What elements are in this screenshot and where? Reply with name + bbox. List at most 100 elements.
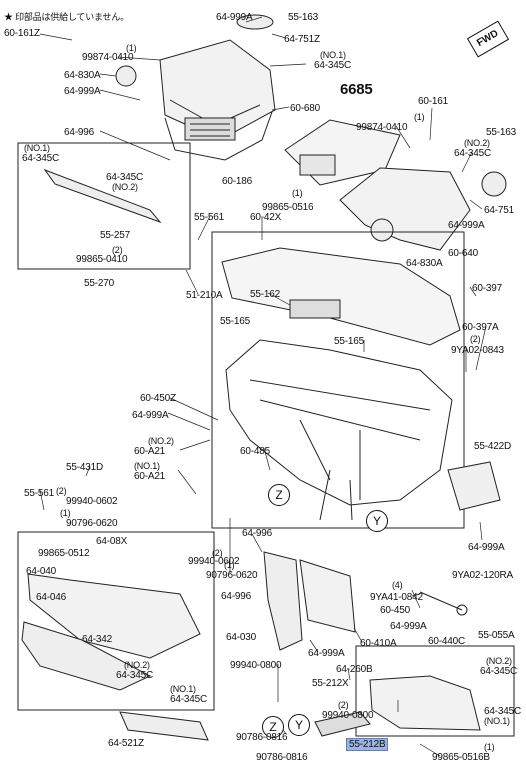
part-label: 55-163	[486, 127, 516, 138]
part-label: 64-046	[36, 592, 66, 603]
part-label: 64-345C	[22, 153, 59, 164]
part-label: 64-345C	[484, 706, 521, 717]
glovebox-64-260B	[369, 675, 481, 731]
marker-y-2: Y	[288, 714, 310, 736]
bolt-56-055A	[456, 604, 468, 616]
part-label: 99940-0602	[188, 556, 240, 567]
part-label: 99865-0516B	[432, 752, 490, 763]
part-label: 90786-0816	[236, 732, 288, 743]
part-label: 55-561	[194, 212, 224, 223]
vent-right	[481, 171, 507, 197]
part-label: 64-751	[484, 205, 514, 216]
right-bracket	[447, 461, 501, 511]
part-label: 64-996	[221, 591, 251, 602]
part-label: 55-270	[84, 278, 114, 289]
part-label: (NO.2)	[486, 656, 512, 666]
strap-55-212	[314, 711, 371, 737]
part-label: 99940-0602	[66, 496, 118, 507]
part-label: 64-345C	[454, 148, 491, 159]
part-label: (1)	[126, 43, 137, 53]
part-label: (NO.1)	[170, 684, 196, 694]
part-label: 64-999A	[468, 542, 505, 553]
marker-y-1: Y	[366, 510, 388, 532]
part-label: (2)	[470, 334, 481, 344]
part-label: 64-830A	[406, 258, 443, 269]
part-label: (NO.2)	[112, 182, 138, 192]
part-label: 55-162	[250, 289, 280, 300]
marker-z-1: Z	[268, 484, 290, 506]
part-label: 64-999A	[132, 410, 169, 421]
part-label: (NO.1)	[320, 50, 346, 60]
part-label: 60-161	[418, 96, 448, 107]
part-label: 60-410A	[360, 638, 397, 649]
tray-64-521Z	[119, 711, 209, 741]
part-label: 55-212X	[312, 678, 349, 689]
part-label: 64-996	[64, 127, 94, 138]
dashboard-top	[221, 247, 461, 346]
part-label: (NO.1)	[24, 143, 50, 153]
part-label: 60-A21	[134, 446, 166, 457]
part-label: 55-163	[288, 12, 318, 23]
vent-knob-left	[115, 65, 137, 87]
part-label: 55-165	[220, 316, 250, 327]
part-label: 64-999A	[308, 648, 345, 659]
part-label: 64-030	[226, 632, 256, 643]
part-label: 90786-0816	[256, 752, 308, 763]
part-label: 60-450	[380, 605, 410, 616]
left-inset-box	[17, 142, 191, 270]
part-label: 55-055A	[478, 630, 515, 641]
part-label: (NO.1)	[484, 716, 510, 726]
part-label: 90796-0620	[66, 518, 118, 529]
part-label: 64-342	[82, 634, 112, 645]
part-label: 64-345C	[116, 670, 153, 681]
part-label: (1)	[292, 188, 303, 198]
part-label: 60-A21	[134, 471, 166, 482]
dashboard-box	[211, 231, 465, 529]
part-label: 99874-0410	[356, 122, 408, 133]
part-label: 99865-0410	[76, 254, 128, 265]
part-label: 9YA02-120RA	[452, 570, 513, 581]
part-label: 64-08X	[96, 536, 128, 547]
part-label: 99865-0512	[38, 548, 90, 559]
part-label: 99865-0516	[262, 202, 314, 213]
part-label: 99940-0800	[322, 710, 374, 721]
part-label: (1)	[224, 560, 235, 570]
marker-z-2: Z	[262, 716, 284, 738]
part-label: 60-42X	[250, 212, 282, 223]
part-label: 60-397	[472, 283, 502, 294]
part-label: 99874-0410	[82, 52, 134, 63]
part-label: 64-996	[242, 528, 272, 539]
part-label: 64-521Z	[108, 738, 144, 749]
leader-lines	[39, 16, 487, 757]
upper-duct-assembly	[159, 39, 276, 161]
glovebox-inset-box	[17, 531, 215, 711]
part-label: 60-640	[448, 248, 478, 259]
part-label: 51-210A	[186, 290, 223, 301]
part-label: (1)	[60, 508, 71, 518]
part-label: 60-485	[240, 446, 270, 457]
part-label: 64-345C	[106, 172, 143, 183]
lid-64-046	[21, 621, 152, 691]
lid-64-040	[27, 573, 201, 659]
part-label: 64-345C	[314, 60, 351, 71]
part-label: 64-999A	[216, 12, 253, 23]
part-label: (NO.2)	[124, 660, 150, 670]
part-label: (2)	[112, 245, 123, 255]
part-label: 60-440C	[428, 636, 465, 647]
part-label: 55-165	[334, 336, 364, 347]
dashboard-frame	[225, 339, 453, 506]
part-label: (2)	[212, 548, 223, 558]
side-trim-strip	[43, 168, 162, 224]
part-label: (1)	[414, 112, 425, 122]
part-label: (2)	[56, 486, 67, 496]
vent-top	[236, 14, 274, 30]
part-label: 55-257	[100, 230, 130, 241]
part-label: 64-999A	[390, 621, 427, 632]
part-label: (NO.2)	[464, 138, 490, 148]
part-label: 64-751Z	[284, 34, 320, 45]
part-label: 64-999A	[64, 86, 101, 97]
part-label: 55-422D	[474, 441, 511, 452]
part-label-highlighted[interactable]: 55-212B	[346, 738, 389, 751]
